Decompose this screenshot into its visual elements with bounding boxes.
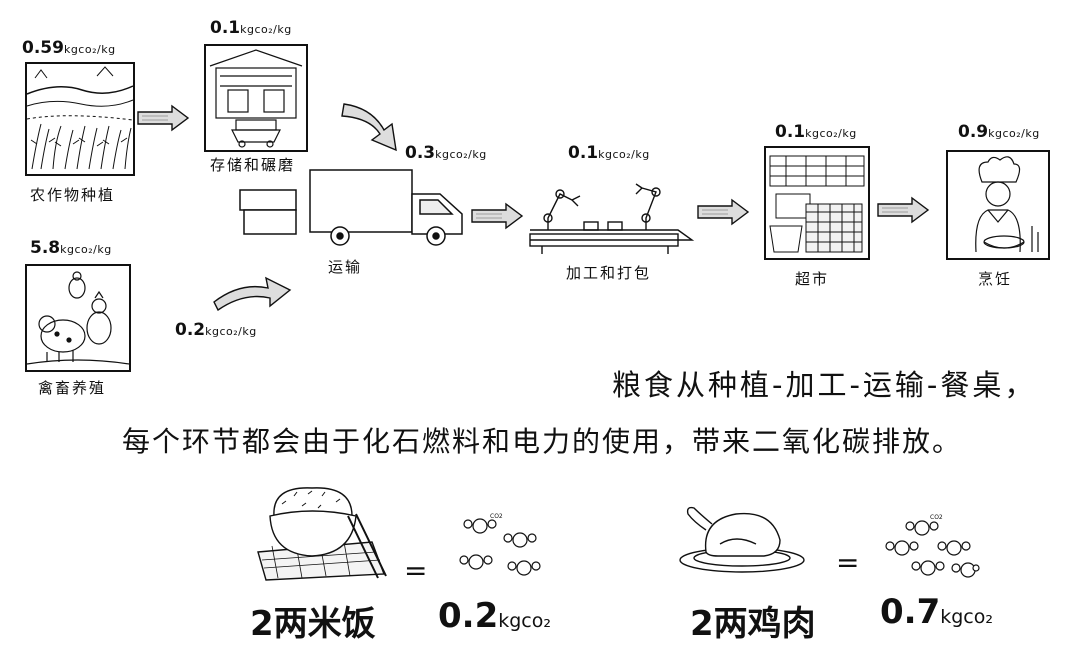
- farming-value: 0.59kgco₂/kg: [22, 38, 116, 58]
- rice-molecule-label: CO2: [490, 513, 503, 520]
- flow-arrows: [137, 103, 929, 312]
- arrow-truck-to-processing-icon: [471, 203, 523, 229]
- arrow-farming-to-storage-icon: [137, 105, 189, 131]
- market-value: 0.1kgco₂/kg: [775, 122, 857, 142]
- cooking-illustration: [946, 150, 1050, 260]
- rice-amount: 2两米饭: [250, 604, 376, 644]
- storage-value: 0.1kgco₂/kg: [210, 18, 292, 38]
- processing-value: 0.1kgco₂/kg: [568, 143, 650, 163]
- caption-line-2: 每个环节都会由于化石燃料和电力的使用，带来二氧化碳排放。: [122, 425, 963, 458]
- market-label: 超市: [795, 270, 830, 288]
- livestock-illustration: [25, 264, 131, 372]
- rice-emission: 0.2kgco₂: [438, 596, 551, 636]
- chicken-emission: 0.7kgco₂: [880, 592, 993, 632]
- roast-chicken-icon: [679, 506, 805, 573]
- farming-label: 农作物种植: [30, 186, 116, 204]
- transport-label: 运输: [328, 258, 363, 276]
- farming-illustration: [25, 62, 135, 176]
- chicken-co2-molecules-icon: CO2: [885, 514, 980, 578]
- arrow-livestock-to-truck-icon: [213, 276, 292, 312]
- rice-co2-molecules-icon: CO2: [459, 513, 541, 576]
- shelf-icon: [769, 155, 865, 253]
- supermarket-illustration: [764, 146, 870, 260]
- livestock-label: 禽畜养殖: [38, 379, 107, 397]
- storage-label: 存储和碾磨: [210, 156, 296, 174]
- caption-line-1: 粮食从种植-加工-运输-餐桌，: [612, 368, 1037, 402]
- transport2-value: 0.2kgco₂/kg: [175, 320, 257, 340]
- arrow-storage-to-truck-icon: [341, 103, 397, 152]
- warehouse-icon: [209, 49, 303, 148]
- arrow-market-to-cooking-icon: [877, 197, 929, 223]
- livestock-icon: [26, 271, 130, 365]
- arrow-processing-to-market-icon: [697, 199, 749, 225]
- chicken-molecule-label: CO2: [930, 514, 943, 521]
- truck-icon: [239, 169, 463, 246]
- chef-icon: [975, 156, 1039, 253]
- chicken-amount: 2两鸡肉: [690, 604, 816, 644]
- processing-label: 加工和打包: [566, 264, 652, 282]
- crop-field-icon: [26, 66, 134, 170]
- transport-value: 0.3kgco₂/kg: [405, 143, 487, 163]
- cooking-value: 0.9kgco₂/kg: [958, 122, 1040, 142]
- rice-bowl-icon: [257, 487, 387, 581]
- rice-equals-sign: =: [404, 554, 428, 587]
- livestock-value: 5.8kgco₂/kg: [30, 238, 112, 258]
- robot-arm-icon: [529, 183, 695, 254]
- chicken-equals-sign: =: [836, 546, 860, 579]
- cooking-label: 烹饪: [978, 270, 1013, 288]
- storage-illustration: [204, 44, 308, 152]
